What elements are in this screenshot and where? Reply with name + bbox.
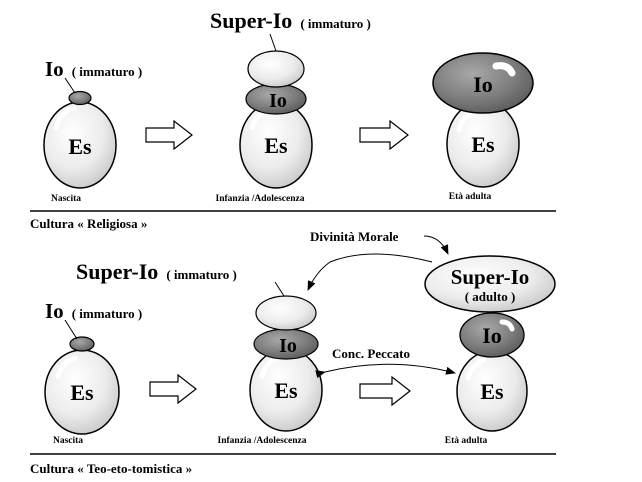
io-label: Io (269, 90, 287, 112)
superio-pointer-line (274, 281, 285, 297)
stage-label-childhood: Infanzia /Adolescenza (216, 194, 305, 204)
bubble-highlight (465, 357, 487, 381)
peccato-arrow-both (315, 363, 456, 379)
es-label: Es (68, 134, 92, 159)
stage-label-adult: Età adulta (445, 436, 488, 446)
io-immature-bubble (68, 90, 92, 106)
stage-label-childhood: Infanzia /Adolescenza (218, 436, 307, 446)
stage2-adult-psyche: Es Io Super-Io ( adulto ) Età adulta (424, 255, 556, 446)
io-label: Io (279, 335, 297, 357)
io-label: Io ( immaturo ) (45, 57, 142, 81)
stage2-childhood-psyche: Es Io Super-Io ( immaturo ) Infanzia /Ad… (76, 259, 323, 446)
superio-label: Super-Io ( immaturo ) (210, 8, 371, 33)
bubble-highlight (53, 105, 77, 131)
superio-adult-label: Super-Io (451, 265, 530, 289)
bubble-highlight (499, 319, 515, 332)
transition-arrow (359, 375, 411, 407)
bubble-highlight (492, 62, 516, 77)
stage1-adult-psyche: Es Io Età adulta (432, 52, 534, 202)
io-label: Io (482, 323, 502, 348)
transition-arrow (149, 373, 197, 405)
superio-adult-suffix: ( adulto ) (465, 289, 516, 304)
stage-label-birth: Nascita (51, 194, 81, 204)
section-caption: Cultura « Teo-eto-tomistica » (30, 461, 192, 476)
stage2-birth-psyche: Es Io ( immaturo ) Nascita (44, 299, 142, 446)
section-caption: Cultura « Religiosa » (30, 216, 147, 231)
es-label: Es (471, 132, 495, 157)
io-label: Io (473, 72, 493, 97)
stage1-birth-psyche: Es Io ( immaturo ) Nascita (43, 57, 142, 204)
superio-adult-bubble (424, 255, 556, 313)
superio-label: Super-Io ( immaturo ) (76, 259, 237, 284)
io-label: Io ( immaturo ) (45, 299, 142, 323)
superio-immature-bubble (247, 50, 305, 88)
section-religiosa: Es Io ( immaturo ) Nascita Es Io Super-I… (30, 8, 556, 231)
io-pointer-line (64, 319, 78, 340)
io-pointer-line (64, 77, 76, 94)
io-immature-bubble (69, 336, 95, 352)
divinita-arrow-to-child (307, 253, 433, 291)
divinita-arrow-to-adult (423, 235, 449, 255)
stage1-childhood-psyche: Es Io Super-Io ( immaturo ) Infanzia /Ad… (210, 8, 371, 204)
section-teo-eto-tomistica: Es Io ( immaturo ) Nascita Es Io Super-I… (30, 229, 556, 476)
transition-arrow (359, 119, 409, 151)
stage-label-birth: Nascita (53, 436, 83, 446)
superio-pointer-line (269, 33, 277, 52)
es-label: Es (264, 133, 288, 158)
bubble-highlight (55, 355, 78, 379)
superio-immature-bubble (255, 295, 317, 331)
es-label: Es (480, 379, 504, 404)
transition-arrow (145, 119, 193, 151)
es-label: Es (70, 380, 94, 405)
conc-peccato-label: Conc. Peccato (332, 346, 410, 361)
stage-label-adult: Età adulta (449, 192, 492, 202)
divinita-morale-label: Divinità Morale (310, 229, 399, 244)
es-label: Es (274, 378, 298, 403)
